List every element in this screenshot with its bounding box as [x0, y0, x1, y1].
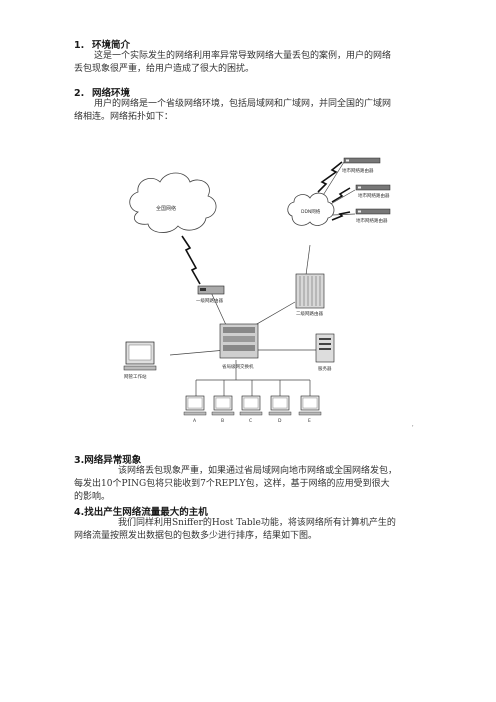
svg-text:网管工作站: 网管工作站 [124, 373, 147, 380]
management-workstation: 网管工作站 [123, 341, 157, 380]
city-router-1: 地市网络路由器 [342, 157, 381, 174]
svg-text:A: A [193, 418, 197, 424]
ddn-network-label: DDN网络 [301, 208, 321, 215]
svg-text:地市网络路由器: 地市网络路由器 [356, 217, 388, 224]
city-router-2: 地市网络路由器 [355, 184, 391, 199]
client-pc-b: B [211, 395, 235, 424]
core-switch: 省局级网交换机 [219, 323, 259, 370]
svg-text:地市网络路由器: 地市网络路由器 [358, 192, 390, 199]
svg-text:一级网路由器: 一级网路由器 [196, 297, 223, 304]
section-4-heading: 4.找出产生网络流量最大的主机 [74, 507, 208, 518]
section-1-heading: 1.环境简介 [74, 40, 131, 51]
national-network-label: 全国网络 [156, 205, 176, 212]
section-1-title: 环境简介 [92, 40, 131, 51]
stray-mark: , [412, 422, 414, 428]
section-1-body: 这是一个实际发生的网络利用率异常导致网络大量丢包的案例，用户的网络 丢包现象很严… [74, 51, 392, 74]
ddn-network-cloud [287, 192, 335, 226]
level2-router: 二级网路由器 [295, 273, 325, 317]
national-network-cloud [129, 172, 217, 233]
wan-link-bolt-city1 [317, 161, 343, 193]
section-3-body: 该网络丢包现象严重，如果通过省局域网向地市网络或全国网络发包， 每发出10个PI… [74, 466, 398, 502]
client-pc-a: A [183, 395, 207, 424]
svg-text:C: C [249, 418, 252, 424]
network-topology-diagram: 全国网络 DDN网络 地市网络路由器 地市网络路由器 地市网络路由器 一级网路由… [123, 157, 414, 428]
svg-text:省局级网交换机: 省局级网交换机 [222, 363, 254, 370]
svg-text:地市网络路由器: 地市网络路由器 [342, 167, 374, 174]
server: 服务器 [315, 333, 335, 372]
network-links [169, 161, 356, 396]
client-pc-d: D [268, 395, 292, 424]
section-2-heading: 2.网络环境 [74, 88, 131, 99]
section-3-heading: 3.网络异常现象 [74, 455, 142, 466]
wan-link-bolt-city3 [331, 211, 351, 221]
svg-text:D: D [278, 418, 282, 424]
section-3-title: 网络异常现象 [84, 455, 142, 466]
section-4-body: 我们同样利用Sniffer的Host Table功能，将该网络所有计算机产生的 … [74, 518, 396, 541]
svg-text:B: B [221, 418, 224, 424]
svg-text:二级网路由器: 二级网路由器 [296, 310, 323, 317]
wan-link-bolt-national [181, 235, 201, 285]
section-2-title: 网络环境 [92, 88, 131, 99]
level1-router: 一级网路由器 [196, 285, 225, 304]
svg-text:服务器: 服务器 [318, 365, 332, 372]
wan-link-bolt-city2 [331, 187, 351, 203]
client-pc-e: E [298, 395, 322, 424]
city-router-3: 地市网络路由器 [355, 208, 391, 224]
section-4-title: 找出产生网络流量最大的主机 [84, 507, 208, 518]
section-2-body: 用户的网络是一个省级网络环境，包括局域网和广域网，并同全国的广域网 络相连。网络… [74, 99, 392, 122]
client-pc-c: C [239, 395, 263, 424]
svg-text:E: E [308, 418, 311, 424]
